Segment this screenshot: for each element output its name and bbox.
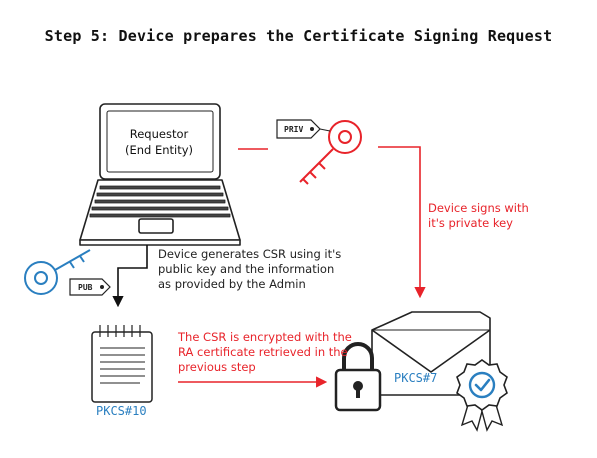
- public-key-icon: [24, 249, 91, 295]
- sign-note: Device signs with it's private key: [428, 201, 529, 231]
- requestor-line-1: Requestor: [129, 127, 189, 141]
- encrypt-note-line-3: previous step: [178, 360, 256, 374]
- private-key-icon: [299, 120, 362, 185]
- csr-arrow: [112, 245, 148, 308]
- encrypt-note: The CSR is encrypted with the RA certifi…: [178, 330, 352, 375]
- encrypt-note-line-1: The CSR is encrypted with the: [178, 330, 352, 344]
- pub-tag-label: PUB: [78, 283, 93, 292]
- sign-note-line-2: it's private key: [428, 216, 513, 230]
- priv-tag: PRIV: [276, 119, 331, 139]
- padlock-icon: [334, 342, 382, 412]
- csr-note-line-1: Device generates CSR using it's: [158, 247, 342, 261]
- requestor-label: Requestor (End Entity): [103, 126, 215, 158]
- page-title: Step 5: Device prepares the Certificate …: [44, 27, 553, 45]
- notepad-icon: [91, 325, 153, 403]
- csr-note-line-3: as provided by the Admin: [158, 277, 306, 291]
- laptop-icon: [79, 103, 241, 246]
- pkcs10-label: PKCS#10: [96, 404, 147, 418]
- requestor-line-2: (End Entity): [124, 143, 194, 157]
- encrypt-note-line-2: RA certificate retrieved in the: [178, 345, 348, 359]
- priv-tag-label: PRIV: [284, 125, 303, 134]
- csr-note: Device generates CSR using it's public k…: [158, 247, 341, 292]
- certificate-badge-icon: [456, 359, 508, 432]
- csr-note-line-2: public key and the information: [158, 262, 335, 276]
- sign-note-line-1: Device signs with: [428, 201, 529, 215]
- sign-arrow: [378, 146, 426, 299]
- pub-tag: PUB: [69, 278, 111, 296]
- pkcs7-label: PKCS#7: [394, 371, 438, 385]
